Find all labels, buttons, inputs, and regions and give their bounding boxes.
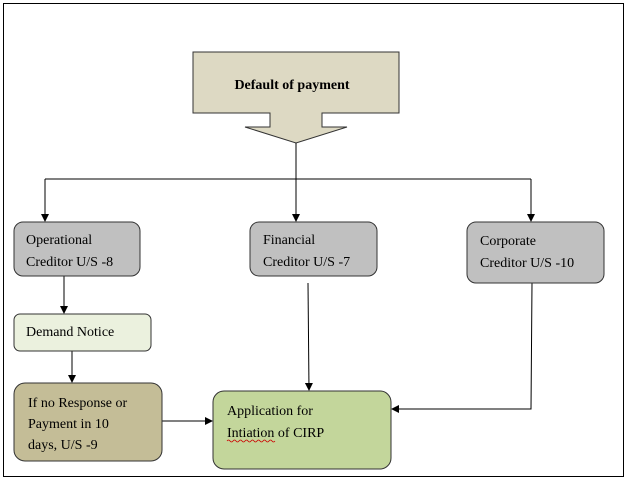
node-label-line: Financial — [263, 233, 315, 248]
node-box — [466, 221, 605, 284]
node-box — [13, 313, 152, 352]
node-label-line: Intiation of CIRP — [227, 426, 324, 441]
spellcheck-underline — [226, 439, 276, 443]
node-default-of-payment: Default of payment — [192, 51, 400, 144]
node-box — [13, 382, 163, 462]
arrow-corporate-to-application — [391, 282, 533, 413]
node-box — [13, 221, 141, 277]
connectors — [41, 143, 535, 425]
node-demand-notice: Demand Notice — [13, 313, 152, 352]
node-label-line: Creditor U/S -7 — [263, 255, 350, 270]
node-label-line: Application for — [227, 404, 313, 419]
arrow-financial-to-application — [304, 282, 313, 391]
node-label-line: Payment in 10 — [28, 417, 109, 432]
node-label-line: If no Response or — [28, 396, 127, 411]
node-label-line: Creditor U/S -10 — [480, 256, 574, 271]
node-label-line: Operational — [26, 233, 92, 248]
node-box — [212, 390, 392, 470]
node-application-cirp: Application for Intiation of CIRP — [212, 390, 392, 470]
node-label-line: Corporate — [480, 234, 536, 249]
node-label-line: days, U/S -9 — [28, 438, 98, 453]
node-label-line: Creditor U/S -8 — [26, 255, 113, 270]
node-financial-creditor: Financial Creditor U/S -7 — [249, 221, 378, 277]
node-box — [249, 221, 378, 277]
node-corporate-creditor: Corporate Creditor U/S -10 — [466, 221, 605, 284]
frame-border — [3, 3, 624, 477]
node-label-line: Demand Notice — [26, 325, 114, 340]
node-operational-creditor: Operational Creditor U/S -8 — [13, 221, 141, 277]
node-no-response: If no Response or Payment in 10 days, U/… — [13, 382, 163, 462]
down-arrow-callout-shape — [192, 51, 400, 144]
node-label: Default of payment — [234, 78, 349, 93]
